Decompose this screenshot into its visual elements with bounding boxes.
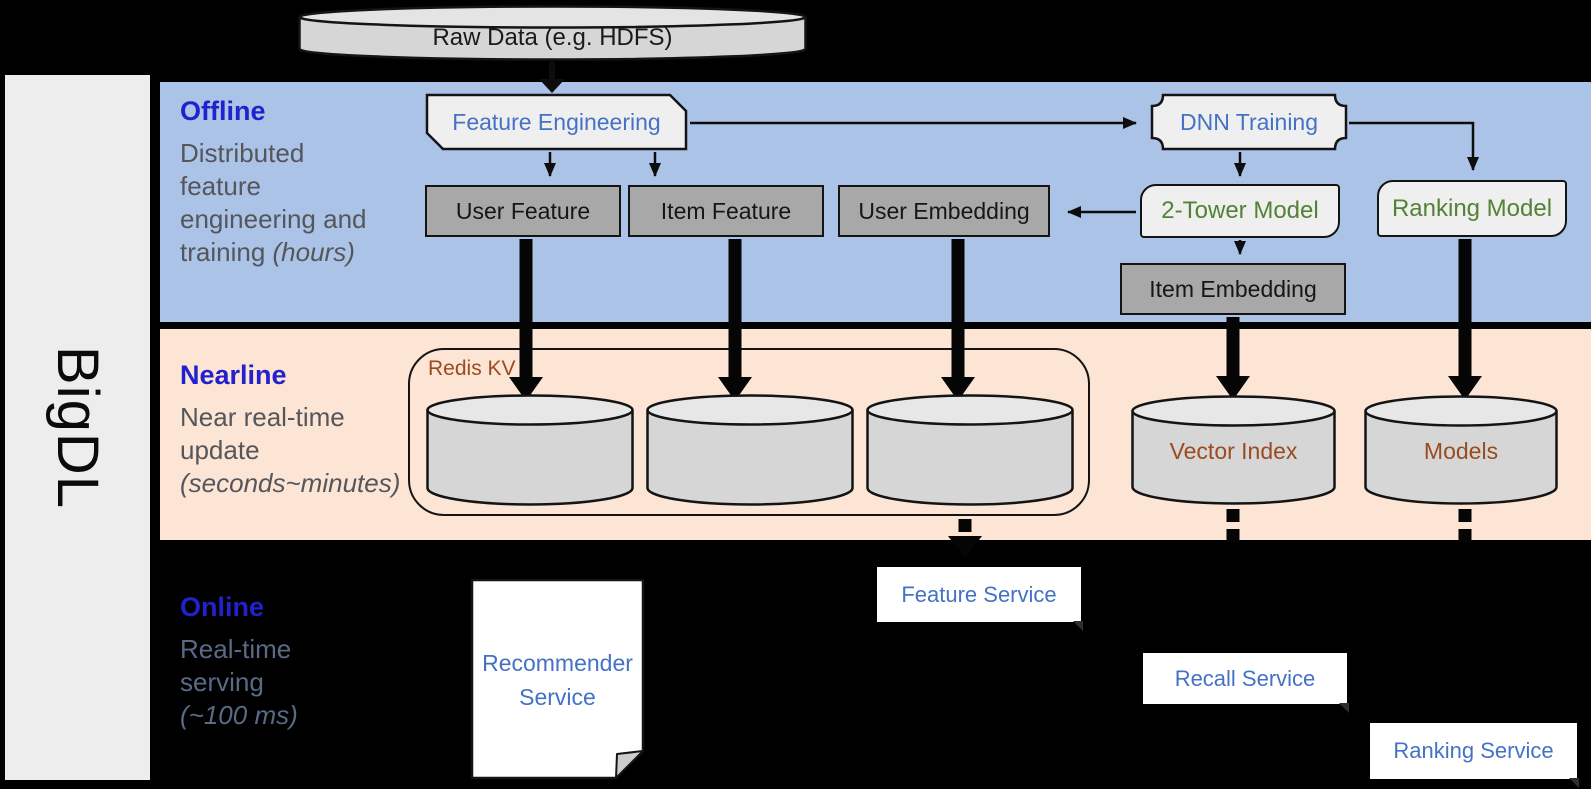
online-subtitle: Real-time serving (~100 ms) [180, 634, 298, 730]
dashed-models-to-rankingservice [1458, 509, 1472, 542]
arrow-dnn-to-rankingmodel [1349, 121, 1479, 171]
recommender-service-label: Recommender Service [482, 650, 633, 710]
two-tower-model-label: 2-Tower Model [1161, 197, 1319, 224]
arrow-rawdata-to-fe [539, 62, 565, 93]
dnn-training-node: DNN Training [1150, 93, 1348, 151]
nearline-section-label: Nearline Near real-time update (seconds~… [180, 360, 400, 500]
offline-subtitle: Distributed feature engineering and trai… [180, 138, 367, 267]
raw-data-store: Raw Data (e.g. HDFS) [297, 4, 808, 62]
arrow-rankingmodel-to-models [1448, 239, 1482, 400]
recall-service-node: Recall Service [1143, 653, 1349, 713]
dnn-training-label: DNN Training [1179, 108, 1319, 135]
dashed-arrow-kv-to-featureservice [948, 519, 982, 558]
kv-cylinder-3 [865, 393, 1075, 512]
cylinder-shape [1364, 395, 1558, 505]
models-store: Models [1363, 394, 1559, 511]
online-section-label: Online Real-time serving (~100 ms) [180, 592, 298, 732]
arrow-userfeature-to-kv [509, 239, 543, 401]
user-embedding-label: User Embedding [858, 197, 1030, 224]
ranking-model-node: Ranking Model [1377, 180, 1567, 237]
ranking-model-label: Ranking Model [1391, 194, 1553, 222]
redis-kv-label: Redis KV [428, 357, 516, 380]
item-embedding-label: Item Embedding [1149, 275, 1317, 302]
item-feature-label: Item Feature [660, 197, 792, 224]
page-curl-icon [1073, 621, 1083, 631]
document-shape [470, 578, 645, 780]
page-curl-icon [1339, 703, 1349, 713]
plaque-shape [1150, 93, 1348, 151]
page-curl-icon [1569, 778, 1579, 788]
kv-cylinder-1 [425, 393, 635, 512]
user-embedding-node: User Embedding [838, 185, 1050, 237]
vector-index-store: Vector Index [1130, 394, 1337, 511]
arrow-itemfeature-to-kv [718, 239, 752, 401]
user-feature-node: User Feature [425, 185, 621, 237]
cylinder-shape [866, 394, 1074, 506]
kv-cylinder-2 [645, 393, 855, 512]
nearline-heading: Nearline [180, 360, 287, 390]
redis-kv-container: Redis KV [408, 348, 1090, 516]
vector-index-label: Vector Index [1169, 438, 1298, 464]
arrow-userembedding-to-kv [941, 239, 975, 401]
raw-data-label: Raw Data (e.g. HDFS) [432, 24, 673, 51]
item-feature-node: Item Feature [628, 185, 824, 237]
arrow-itemembedding-to-vectorindex [1216, 317, 1250, 400]
ranking-service-label: Ranking Service [1393, 738, 1554, 763]
online-heading: Online [180, 592, 265, 622]
cylinder-shape [298, 5, 807, 61]
brand-bar: BigDL [5, 75, 150, 780]
two-tower-model-node: 2-Tower Model [1140, 184, 1340, 238]
offline-section-label: Offline Distributed feature engineering … [180, 96, 367, 269]
nearline-subtitle: Near real-time update (seconds~minutes) [180, 402, 401, 498]
models-label: Models [1423, 438, 1499, 464]
cylinder-shape [1131, 395, 1336, 505]
recall-service-label: Recall Service [1174, 665, 1316, 691]
offline-heading: Offline [180, 96, 266, 126]
dashed-vectorindex-to-recallservice [1226, 509, 1240, 542]
ranking-service-node: Ranking Service [1370, 723, 1579, 788]
item-embedding-node: Item Embedding [1120, 263, 1346, 315]
user-feature-label: User Feature [455, 197, 591, 224]
feature-engineering-label: Feature Engineering [452, 108, 661, 135]
feature-service-label: Feature Service [901, 581, 1057, 607]
recommender-service-node: Recommender Service [470, 578, 645, 780]
feature-engineering-node: Feature Engineering [425, 93, 688, 151]
snip-rect-shape [425, 93, 688, 151]
cylinder-shape [646, 394, 854, 506]
feature-service-node: Feature Service [877, 567, 1083, 631]
cylinder-shape [426, 394, 634, 506]
